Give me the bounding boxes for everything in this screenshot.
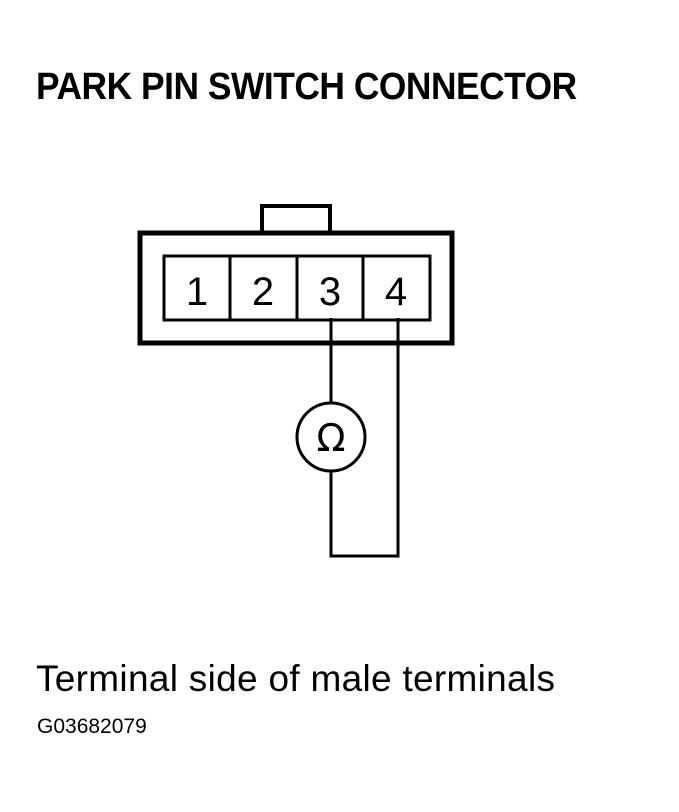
pin-3-label: 3 bbox=[319, 270, 341, 314]
ohmmeter-symbol bbox=[295, 401, 367, 473]
figure-code: G03682079 bbox=[37, 715, 147, 738]
pin-4-label: 4 bbox=[385, 270, 407, 314]
connector-lock-tab bbox=[260, 204, 332, 236]
pin-2-label: 2 bbox=[252, 270, 274, 314]
diagram-caption: Terminal side of male terminals bbox=[36, 658, 556, 699]
pin-1-label: 1 bbox=[186, 270, 208, 314]
ohm-icon: Ω bbox=[316, 416, 345, 460]
page-title: PARK PIN SWITCH CONNECTOR bbox=[36, 66, 577, 108]
